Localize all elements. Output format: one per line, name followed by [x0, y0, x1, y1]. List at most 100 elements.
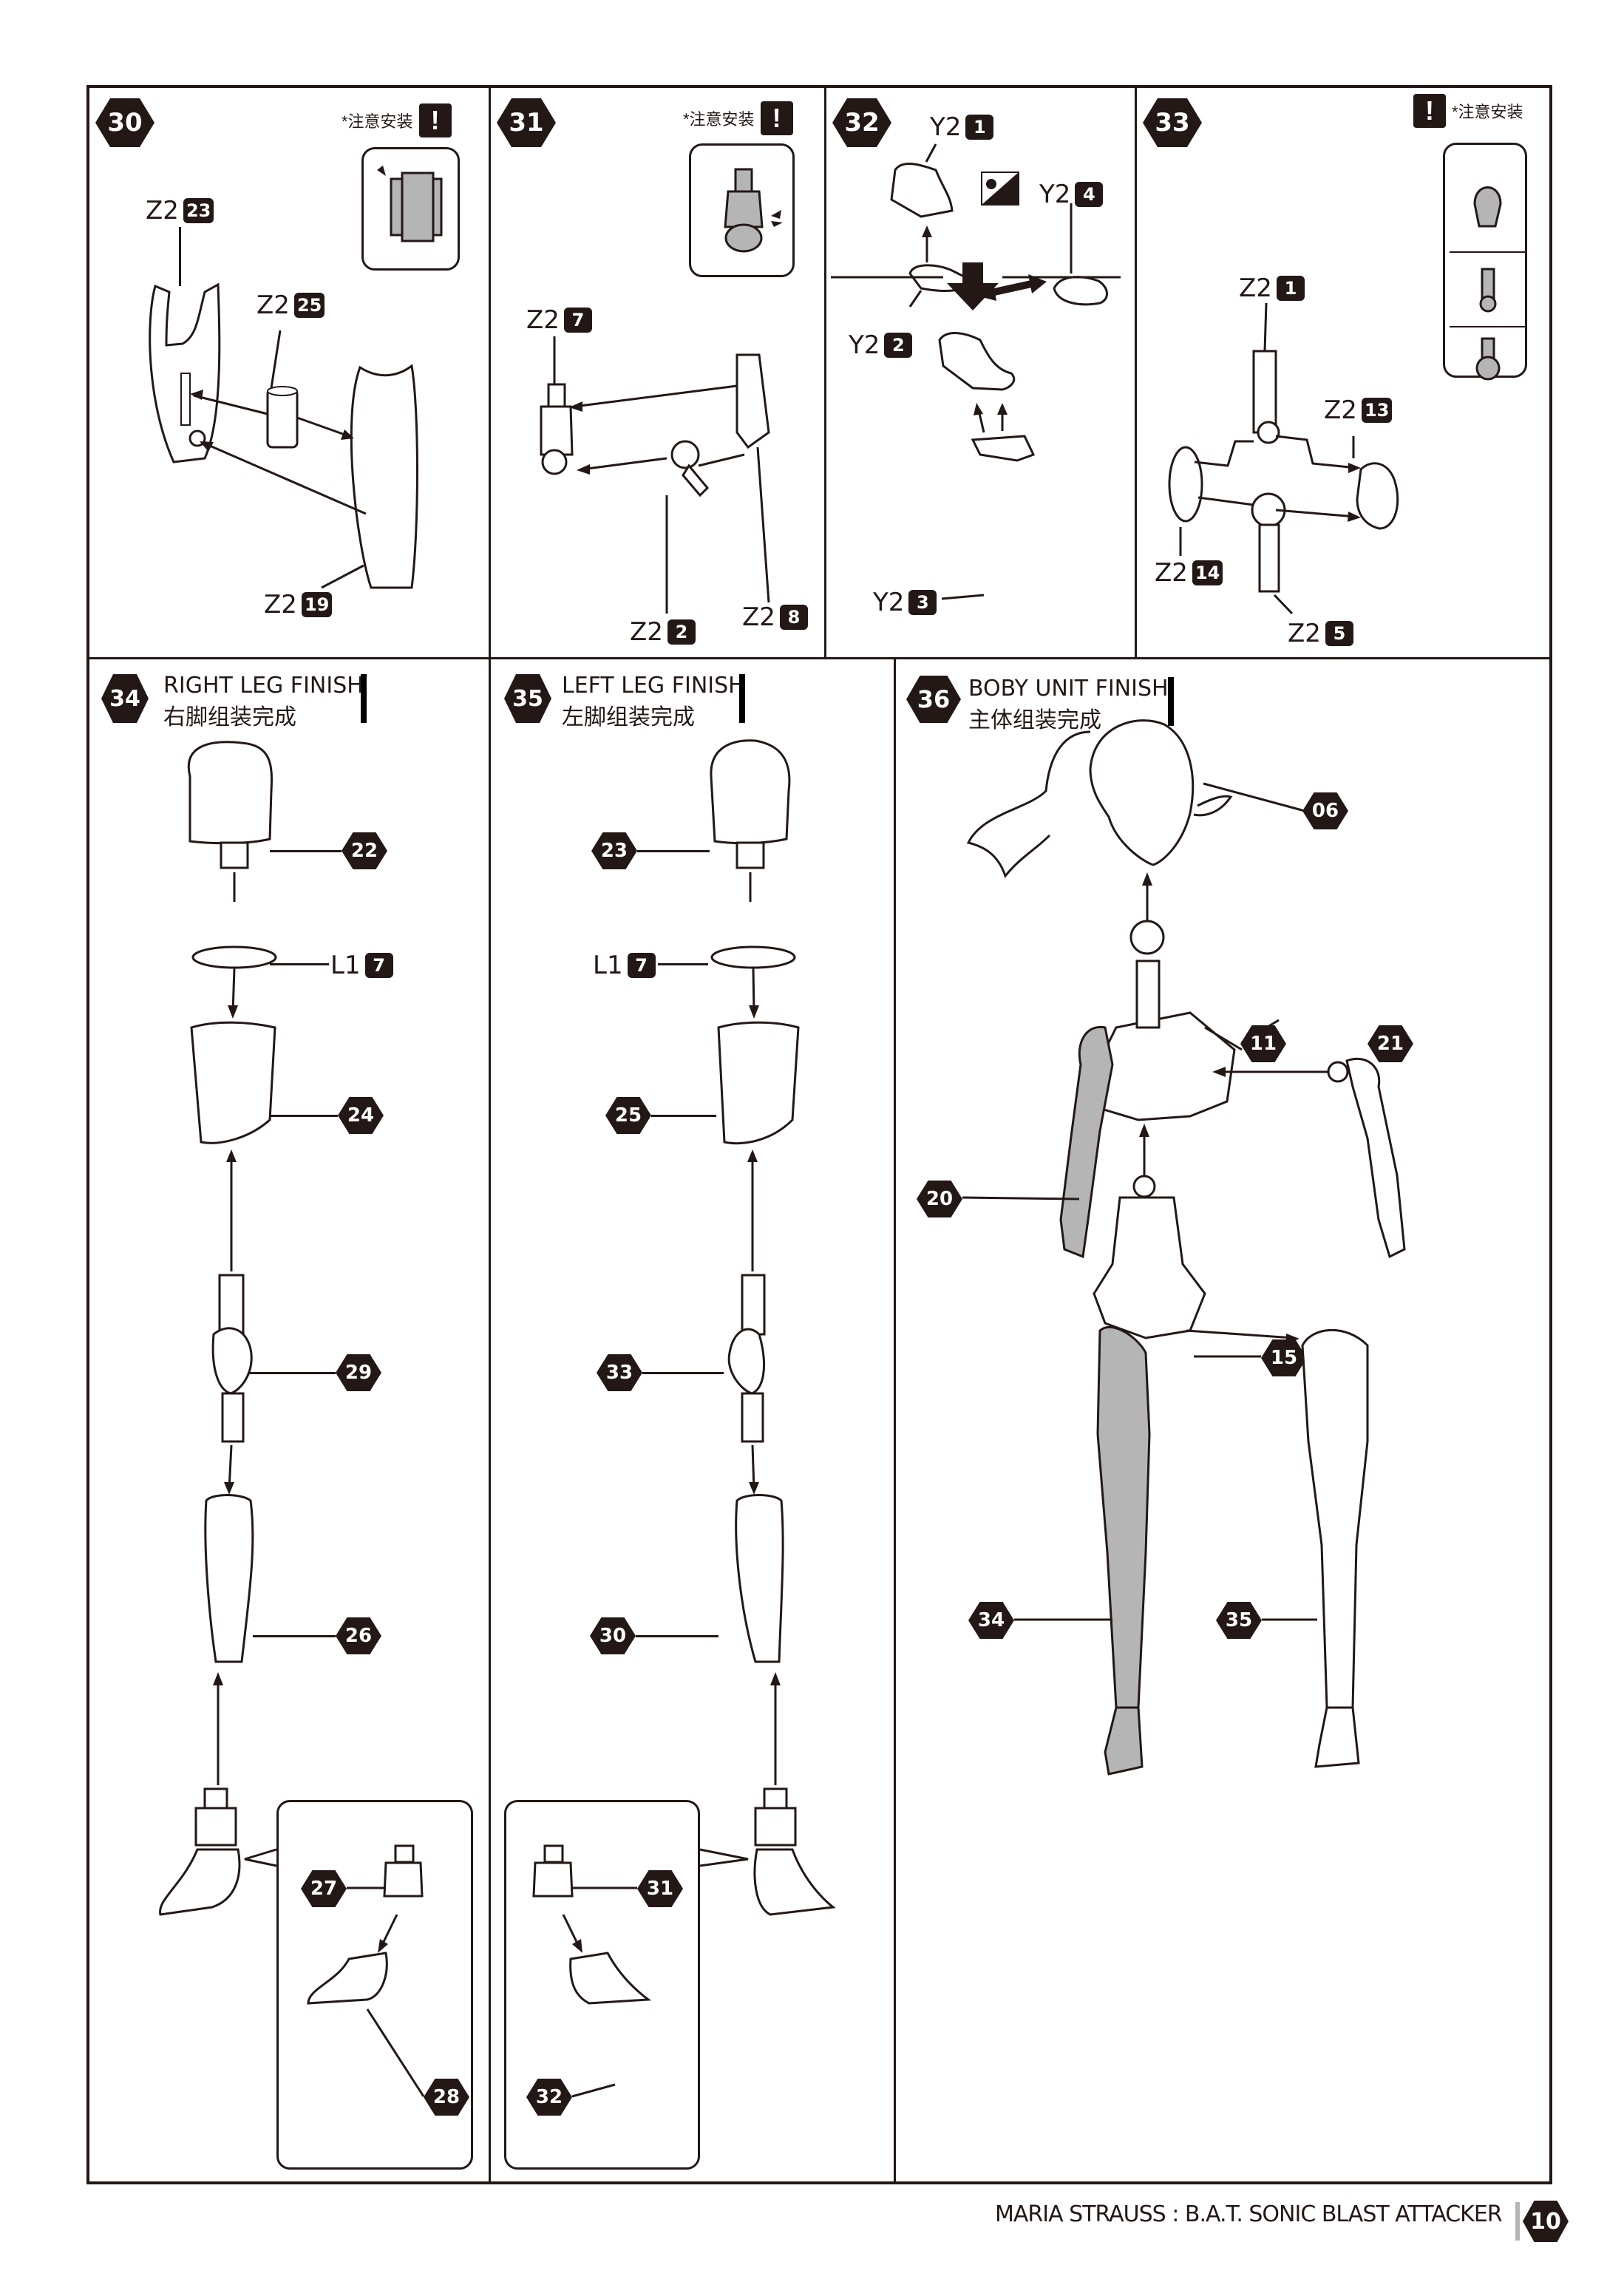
- title-bar: [739, 674, 745, 723]
- title-english: RIGHT LEG FINISH: [163, 673, 364, 699]
- row-divider: [86, 657, 1552, 659]
- instruction-frame: [86, 85, 1552, 2184]
- step-33-badge: 33: [1143, 98, 1202, 147]
- step-number: 30: [107, 108, 143, 137]
- page-tick: [1515, 2202, 1520, 2241]
- col-divider-35-36: [894, 657, 896, 2184]
- part-callout: 15: [1261, 1339, 1307, 1376]
- leader-line: [270, 963, 329, 965]
- step-36-panel: 36 BOBY UNIT FINISH 主体组装完成 06 11 21 20 1…: [894, 658, 1552, 2184]
- leader-line: [179, 227, 181, 286]
- step-34-badge: 34: [101, 674, 149, 723]
- part-callout: 24: [338, 1097, 384, 1134]
- caution-inset: [689, 143, 795, 277]
- title-bar: [1168, 677, 1174, 726]
- title-chinese: 主体组装完成: [968, 708, 1101, 733]
- color-variant-icon: [981, 171, 1019, 206]
- part-callout: 25: [605, 1097, 651, 1134]
- page-number-badge: 10: [1523, 2201, 1569, 2242]
- leader-line: [264, 1115, 338, 1117]
- caution-label: *注意安装 !: [342, 103, 452, 137]
- part-callout: 06: [1302, 792, 1348, 829]
- step-30-illustration: [149, 282, 418, 589]
- caution-inset: [1443, 143, 1527, 381]
- step-35-illustration: [532, 739, 836, 2098]
- step-number: 35: [512, 685, 543, 712]
- exclamation-icon: !: [1413, 94, 1446, 128]
- step-36-badge: 36: [906, 676, 961, 723]
- gray-joint-part-icon: [724, 168, 783, 253]
- leader-line: [637, 850, 710, 852]
- leader-line: [270, 850, 342, 852]
- gray-sleeve-part-icon: [377, 166, 443, 242]
- col-divider-32-33: [1135, 85, 1137, 658]
- leader-line: [245, 1372, 336, 1374]
- part-callout: 20: [917, 1181, 962, 1217]
- step-32-badge: 32: [832, 98, 891, 147]
- title-chinese: 左脚组装完成: [562, 705, 695, 730]
- step-number: 31: [509, 108, 544, 137]
- step-31-illustration: [540, 336, 770, 614]
- leader-line: [651, 1115, 716, 1117]
- title-bar: [361, 674, 367, 723]
- exclamation-icon: !: [760, 101, 793, 135]
- leader-line: [642, 1372, 724, 1374]
- caution-text: *注意安装: [1452, 103, 1523, 121]
- exclamation-icon: !: [418, 103, 452, 137]
- part-callout: 22: [342, 832, 387, 869]
- title-english: LEFT LEG FINISH: [562, 673, 745, 699]
- leader-line: [253, 1635, 336, 1637]
- part-callout: 23: [591, 832, 637, 869]
- col-divider-31-32: [824, 85, 826, 658]
- step-number: 32: [844, 108, 880, 137]
- caution-label: *注意安装 !: [683, 101, 793, 135]
- step-36-figure-illustration: [962, 719, 1406, 1776]
- caution-inset: [361, 147, 460, 271]
- footer-product-title: MARIA STRAUSS : B.A.T. SONIC BLAST ATTAC…: [995, 2201, 1503, 2227]
- caution-text: *注意安装: [683, 110, 755, 129]
- part-callout: 33: [597, 1354, 642, 1391]
- leader-line: [658, 963, 708, 965]
- step-number: 33: [1155, 108, 1190, 137]
- step-34-title: RIGHT LEG FINISH 右脚组装完成: [163, 673, 364, 731]
- step-32-illustration: [831, 143, 1121, 600]
- step-number: 36: [917, 685, 951, 713]
- step-35-title: LEFT LEG FINISH 左脚组装完成: [562, 673, 745, 731]
- step-36-title: BOBY UNIT FINISH 主体组装完成: [968, 676, 1169, 734]
- caution-text: *注意安装: [342, 112, 413, 131]
- page-number: 10: [1530, 2208, 1561, 2235]
- col-divider-30-31: [489, 85, 491, 2184]
- step-number: 34: [109, 685, 140, 712]
- down-arrow-icon: [947, 262, 999, 310]
- part-callout: 11: [1240, 1025, 1286, 1062]
- step-33-illustration: [1168, 302, 1399, 615]
- title-english: BOBY UNIT FINISH: [968, 676, 1169, 702]
- step-34-illustration: [159, 741, 425, 2097]
- step-35-badge: 35: [504, 674, 551, 723]
- title-chinese: 右脚组装完成: [163, 705, 296, 730]
- part-callout: 29: [336, 1354, 381, 1391]
- caution-label: ! *注意安装: [1413, 94, 1523, 128]
- leader-line: [636, 1635, 718, 1637]
